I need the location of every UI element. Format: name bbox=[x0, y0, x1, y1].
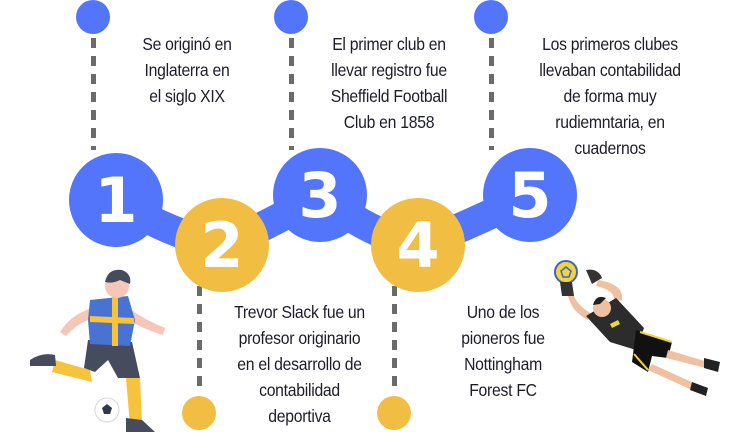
dashed-line-step-2 bbox=[197, 286, 202, 394]
text-line: deportiva bbox=[268, 406, 331, 426]
text-line: de forma muy bbox=[563, 86, 657, 106]
text-line: el siglo XIX bbox=[149, 86, 225, 106]
step-circle-4: 4 bbox=[371, 198, 465, 292]
step-3-description: El primer club en llevar registro fue Sh… bbox=[313, 31, 466, 135]
text-line: Forest FC bbox=[469, 380, 537, 400]
dashed-line-step-5 bbox=[489, 38, 494, 150]
step-number-1: 1 bbox=[94, 163, 138, 237]
text-line: Nottingham bbox=[464, 354, 542, 374]
step-4-description: Uno de los pioneros fue Nottingham Fores… bbox=[445, 299, 562, 403]
text-line: llevar registro fue bbox=[331, 60, 447, 80]
step-circle-5: 5 bbox=[483, 148, 577, 242]
text-line: en el desarrollo de bbox=[237, 354, 362, 374]
step-number-5: 5 bbox=[508, 158, 552, 232]
pin-dot-step-1 bbox=[76, 0, 110, 34]
pin-dot-step-5 bbox=[474, 0, 508, 34]
dashed-line-step-4 bbox=[392, 286, 397, 394]
soccer-player-icon bbox=[30, 269, 165, 432]
text-line: contabilidad bbox=[259, 380, 340, 400]
text-line: Trevor Slack fue un bbox=[234, 302, 365, 322]
text-line: El primer club en bbox=[332, 34, 446, 54]
step-1-description: Se originó en Inglaterra en el siglo XIX bbox=[120, 31, 255, 109]
pin-dot-step-2 bbox=[182, 396, 216, 430]
step-circle-3: 3 bbox=[273, 148, 367, 242]
step-number-3: 3 bbox=[298, 158, 342, 232]
text-line: Sheffield Football bbox=[330, 86, 448, 106]
pin-dot-step-4 bbox=[377, 396, 411, 430]
step-number-2: 2 bbox=[200, 208, 244, 282]
text-line: Inglaterra en bbox=[144, 60, 230, 80]
step-circle-2: 2 bbox=[175, 198, 269, 292]
dashed-line-step-3 bbox=[289, 38, 294, 150]
step-2-description: Trevor Slack fue un profesor originario … bbox=[216, 299, 383, 429]
text-line: Los primeros clubes bbox=[542, 34, 678, 54]
step-number-4: 4 bbox=[396, 208, 440, 282]
text-line: Club en 1858 bbox=[343, 112, 435, 132]
goalkeeper-icon bbox=[554, 260, 720, 396]
text-line: pioneros fue bbox=[461, 328, 545, 348]
step-circle-1: 1 bbox=[69, 153, 163, 247]
text-line: Se originó en bbox=[142, 34, 232, 54]
text-line: profesor originario bbox=[238, 328, 361, 348]
text-line: Uno de los bbox=[466, 302, 540, 322]
step-5-description: Los primeros clubes llevaban contabilida… bbox=[520, 31, 700, 161]
text-line: llevaban contabilidad bbox=[539, 60, 681, 80]
text-line: cuadernos bbox=[574, 138, 646, 158]
text-line: rudiemntaria, en bbox=[555, 112, 665, 132]
pin-dot-step-3 bbox=[274, 0, 308, 34]
dashed-line-step-1 bbox=[91, 38, 96, 150]
